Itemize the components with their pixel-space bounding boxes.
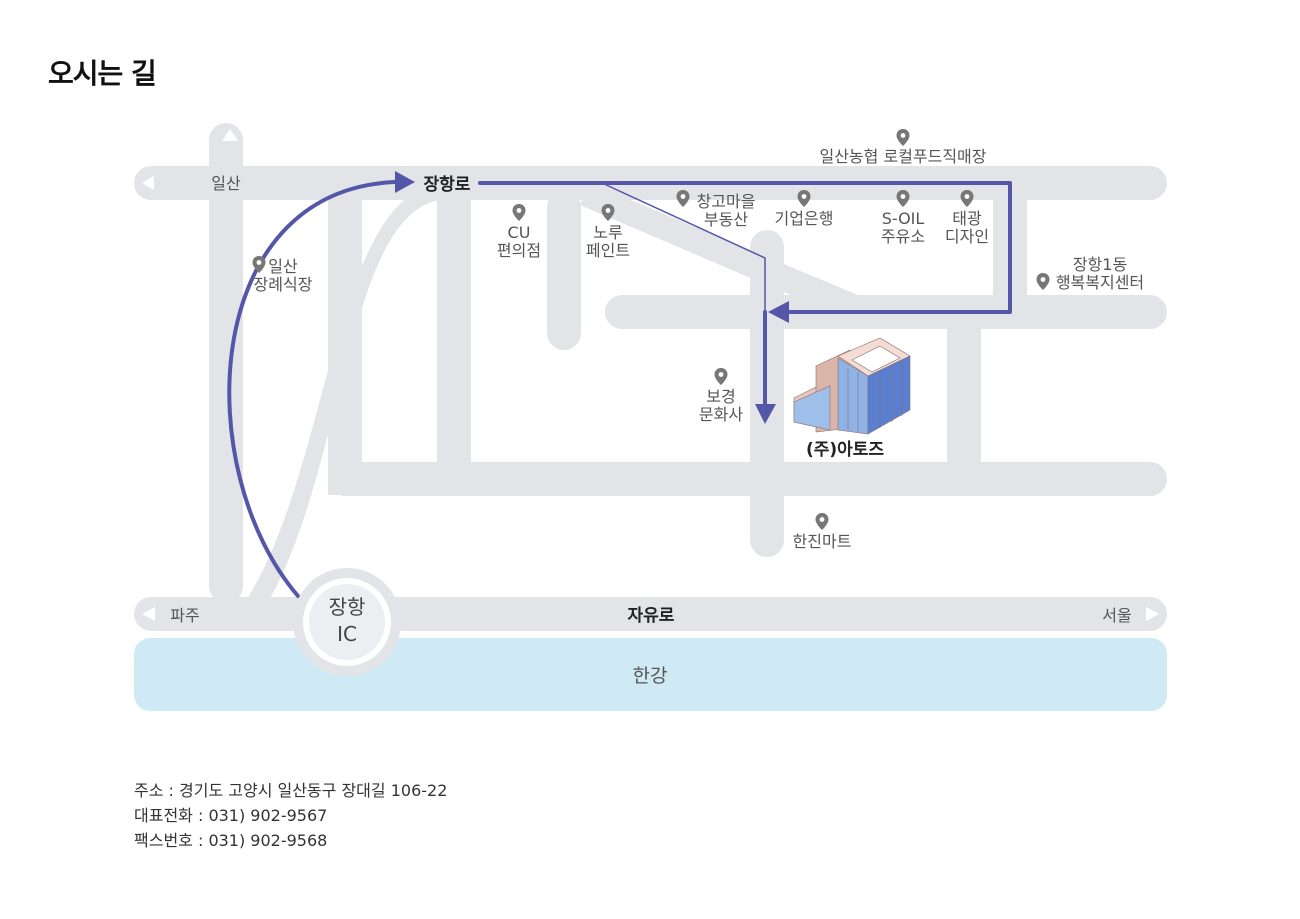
label-changgo-1: 창고마을	[697, 192, 756, 211]
pin-icon	[960, 190, 974, 207]
pin-icon	[1036, 273, 1050, 290]
label-paju: 파주	[170, 606, 199, 625]
label-funeral-1: 일산	[268, 257, 298, 276]
label-noru-2: 페인트	[586, 241, 630, 260]
pin-icon	[896, 190, 910, 207]
ramp-road	[241, 183, 440, 612]
pin-icon	[714, 368, 728, 385]
road-h-lower	[328, 462, 1167, 496]
road-v2	[437, 190, 471, 470]
pin-icon	[797, 190, 811, 207]
label-cu-1: CU	[508, 223, 531, 242]
label-taegwang-1: 태광	[952, 209, 982, 228]
fax-text: 팩스번호 : 031) 902-9568	[134, 831, 328, 850]
road-network	[134, 123, 1167, 631]
building-icon	[793, 337, 911, 435]
label-ibk: 기업은행	[775, 209, 834, 228]
diagonal-road	[580, 183, 870, 312]
address-text: 주소 : 경기도 고양시 일산동구 장대길 106-22	[134, 781, 448, 800]
han-river	[134, 638, 1167, 711]
seoul-arrow-icon	[1146, 607, 1159, 621]
label-hanjin: 한진마트	[793, 532, 852, 551]
label-nonghyup: 일산농협 로컬푸드직매장	[819, 147, 986, 166]
west-arrow-icon	[142, 176, 154, 190]
label-destination: (주)아토즈	[806, 440, 884, 460]
label-changgo-2: 부동산	[704, 210, 748, 229]
route-arrow-east-icon	[395, 171, 415, 193]
road-v3	[547, 190, 581, 350]
label-ilsan-road: 일산	[211, 174, 241, 193]
label-han-river: 한강	[633, 665, 668, 687]
label-seoul: 서울	[1102, 606, 1131, 625]
pin-icon	[815, 513, 829, 530]
route-arrow-west-icon	[768, 301, 789, 323]
paju-arrow-icon	[142, 607, 155, 621]
label-welfare-1: 장항1동	[1073, 255, 1127, 274]
label-welfare-2: 행복복지센터	[1056, 273, 1144, 292]
label-noru-1: 노루	[593, 223, 622, 242]
label-funeral-2: 장례식장	[254, 275, 313, 294]
road-v1	[328, 190, 362, 495]
pin-icon	[512, 204, 526, 221]
route-arrow-south-icon	[755, 404, 776, 424]
label-ic-line1: 장항	[329, 595, 366, 619]
label-jangharo: 장항로	[424, 174, 471, 195]
interchange-marker	[293, 568, 401, 676]
contact-info: 주소 : 경기도 고양시 일산동구 장대길 106-22 대표전화 : 031)…	[134, 778, 447, 853]
pin-icon	[896, 129, 910, 146]
label-taegwang-2: 디자인	[945, 227, 989, 246]
phone-text[interactable]: 대표전화 : 031) 902-9567	[134, 806, 328, 825]
route-path	[227, 180, 1012, 598]
page-title: 오시는 길	[48, 57, 157, 90]
ilsan-west-road	[209, 123, 243, 603]
label-bogyeong-1: 보경	[706, 387, 735, 406]
label-bogyeong-2: 문화사	[699, 405, 743, 424]
label-cu-2: 편의점	[497, 241, 541, 260]
label-soil-1: S-OIL	[882, 209, 925, 228]
pin-icon	[676, 190, 690, 207]
north-arrow-icon	[222, 129, 238, 141]
label-soil-2: 주유소	[881, 227, 925, 246]
label-ic-line2: IC	[337, 622, 357, 646]
label-jayuro: 자유로	[628, 606, 675, 626]
